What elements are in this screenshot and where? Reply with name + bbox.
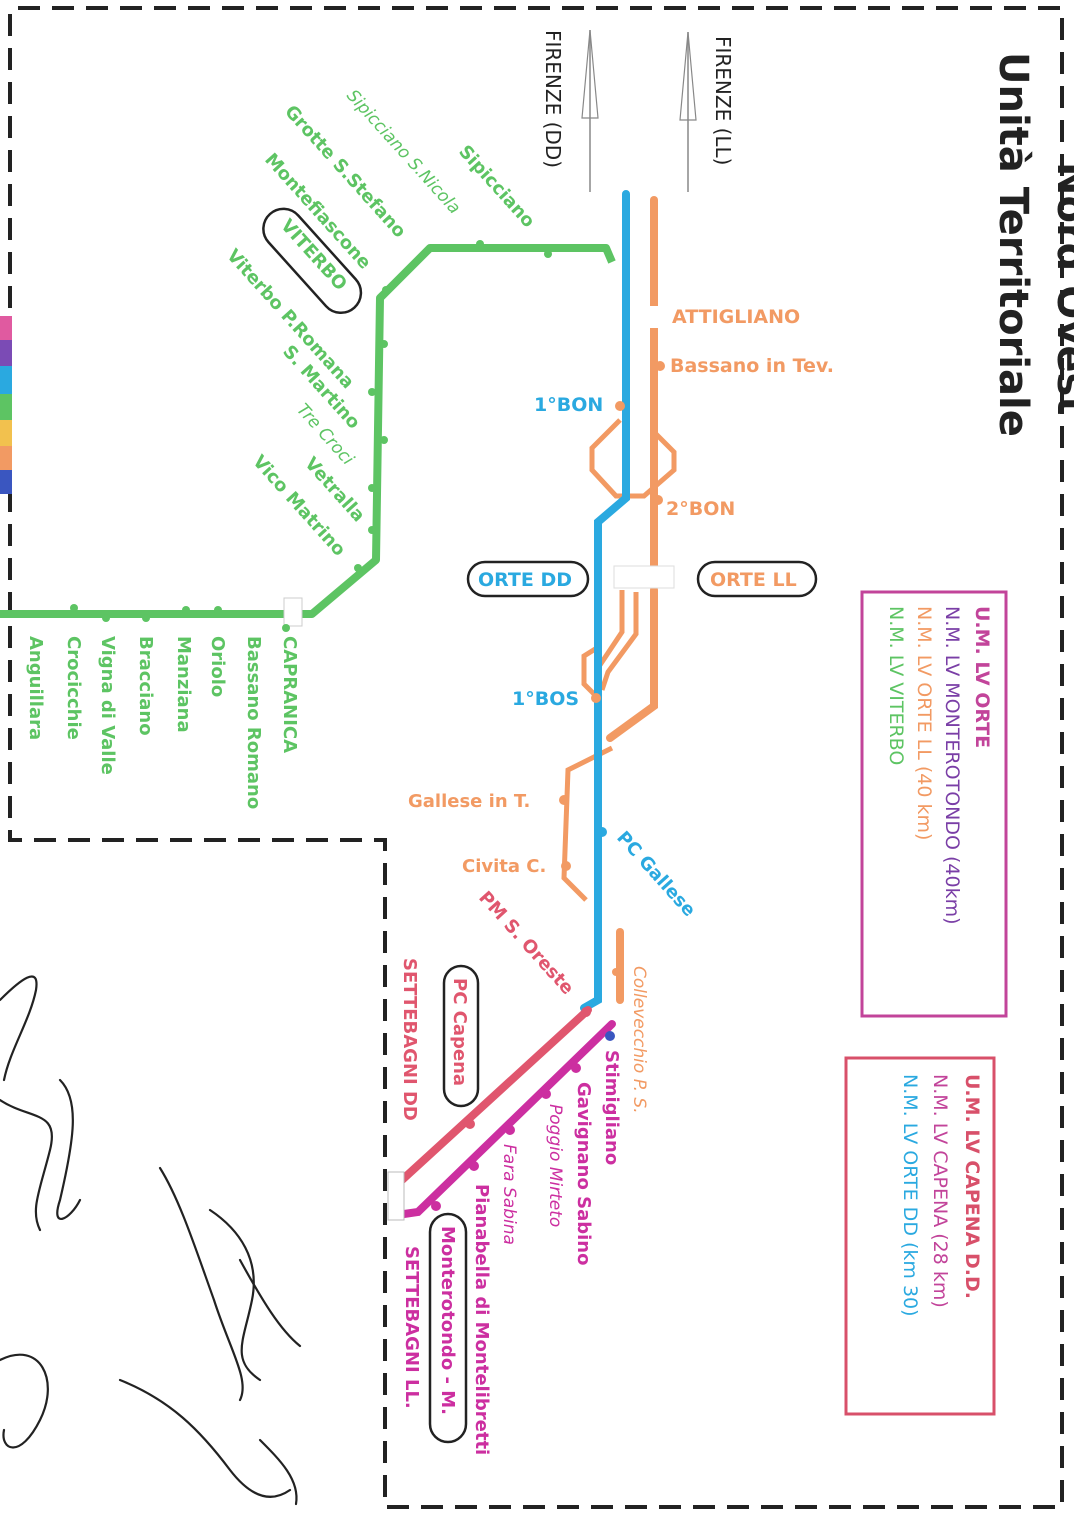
station-settebagni-ll: SETTEBAGNI LL. <box>401 1246 422 1409</box>
station-settebagni-dd: SETTEBAGNI DD <box>399 958 420 1121</box>
station-attigliano: ATTIGLIANO <box>672 306 800 328</box>
legend-orte-line-orte-ll: N.M. LV ORTE LL (40 km) <box>913 606 935 840</box>
station-pc-gallese: PC Gallese <box>612 827 699 921</box>
orte-dd-badge <box>466 560 590 598</box>
station-orte-dd: ORTE DD <box>478 569 572 591</box>
line-monterotondo-ll <box>400 1020 616 1218</box>
station-dots <box>70 240 665 1211</box>
pc-capena-badge <box>442 964 480 1108</box>
line-orte-dd <box>580 190 630 1012</box>
legend-capena: U.M. LV CAPENA D.D. N.M. LV CAPENA (28 k… <box>899 1074 983 1317</box>
station-sipicciano: Sipicciano <box>454 141 539 232</box>
legend-orte-box <box>860 590 1008 1018</box>
station-1bos: 1°BOS <box>512 688 579 710</box>
firenze-ll-label: FIRENZE (LL) <box>711 36 735 165</box>
station-vico-matrino: Vico Matrino <box>248 451 349 560</box>
viterbo-badge <box>262 207 363 315</box>
direction-firenze-dd: FIRENZE (DD) <box>541 29 599 192</box>
station-gavignano: Gavignano Sabino <box>573 1082 594 1265</box>
title-line-1: Unità Territoriale <box>990 52 1036 437</box>
station-bracciano: Bracciano <box>135 636 156 736</box>
attigliano-gap <box>644 306 664 328</box>
station-pc-capena: PC Capena <box>449 978 470 1086</box>
station-pm-s-oreste: PM S. Oreste <box>474 887 578 999</box>
station-collevecchio: Collevecchio P. S. <box>629 966 649 1114</box>
orange-bypass-loops <box>561 418 677 902</box>
map-title: Unità Territoriale Nord Ovest <box>990 52 1074 437</box>
station-pianabella: Pianabella di Montelibretti <box>471 1184 492 1455</box>
station-poggio-mirteto: Poggio Mirteto <box>545 1104 565 1227</box>
station-manziana: Manziana <box>173 636 194 733</box>
handwritten-signatures <box>0 975 302 1506</box>
station-oriolo: Oriolo <box>207 636 228 697</box>
title-line-2: Nord Ovest <box>1048 162 1074 415</box>
station-anguillara: Anguillara <box>25 636 46 740</box>
legend-capena-box <box>844 1056 996 1416</box>
territory-boundary <box>8 6 1064 1509</box>
station-fara-sabina: Fara Sabina <box>499 1144 519 1245</box>
station-stimigliano: Stimigliano <box>601 1050 622 1165</box>
legend-capena-line-orte-dd: N.M. LV ORTE DD (km 30) <box>899 1074 921 1317</box>
legend-orte-title: U.M. LV ORTE <box>971 606 993 748</box>
firenze-dd-label: FIRENZE (DD) <box>541 30 565 168</box>
capranica-gap <box>283 597 303 627</box>
monterotondo-badge <box>428 1212 468 1444</box>
station-bassano-tev: Bassano in Tev. <box>670 355 834 377</box>
direction-firenze-ll: FIRENZE (LL) <box>679 31 735 192</box>
station-capranica: CAPRANICA <box>279 636 300 753</box>
line-orte-ll <box>606 196 658 1004</box>
legend-orte-line-monterotondo: N.M. LV MONTEROTONDO (40km) <box>941 606 963 925</box>
station-1bon: 1°BON <box>534 394 603 416</box>
station-civita-c: Civita C. <box>462 856 546 877</box>
legend-orte: U.M. LV ORTE N.M. LV MONTEROTONDO (40km)… <box>885 606 993 925</box>
station-gallese-t: Gallese in T. <box>408 791 530 812</box>
color-strip-fragment <box>0 316 12 494</box>
orte-gap <box>613 565 675 589</box>
line-capena-dd <box>398 1006 592 1184</box>
settebagni-junction <box>387 1171 405 1221</box>
station-bassano-romano: Bassano Romano <box>243 636 264 809</box>
station-monterotondo: Monterotondo - M. <box>437 1226 458 1415</box>
orte-ll-badge <box>696 560 818 598</box>
station-crocicchie: Crocicchie <box>63 636 84 740</box>
line-viterbo <box>0 244 616 618</box>
station-vigna-di-valle: Vigna di Valle <box>97 636 118 775</box>
legend-orte-line-viterbo: N.M. LV VITERBO <box>885 606 907 765</box>
legend-capena-title: U.M. LV CAPENA D.D. <box>961 1074 983 1299</box>
station-orte-ll: ORTE LL <box>710 569 797 591</box>
station-2bon: 2°BON <box>666 498 735 520</box>
legend-capena-line-capena: N.M. LV CAPENA (28 km) <box>929 1074 951 1308</box>
